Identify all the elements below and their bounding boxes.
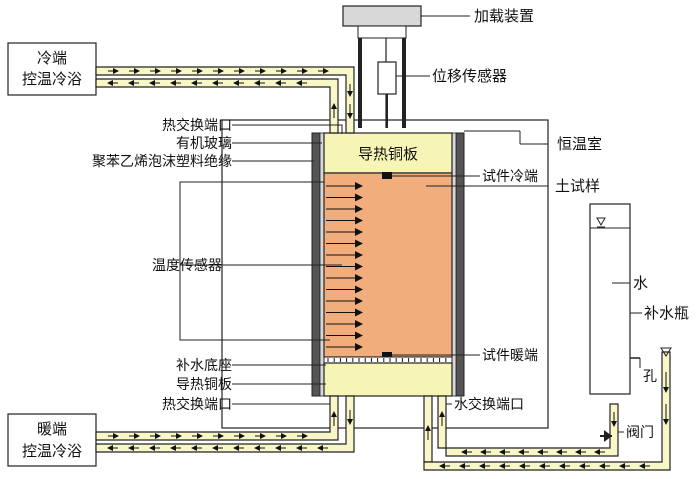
- displacement-sensor-body: [377, 61, 397, 95]
- water-bottle: [589, 203, 631, 395]
- copper-plate-bottom: [323, 362, 453, 397]
- temperature-sensor-arrows: [326, 182, 363, 351]
- heat-exchange-port-bottom-label: 热交换端口: [162, 396, 232, 413]
- warm-end-sensor: [382, 352, 392, 359]
- cold-bath-label-2: 控温冷浴: [22, 70, 82, 88]
- cold-bath-label-1: 冷端: [37, 49, 67, 67]
- water-level-marker: [596, 217, 606, 227]
- soil-sample: [323, 172, 453, 358]
- water-supply-base: [323, 356, 453, 364]
- displacement-sensor-label: 位移传感器: [432, 67, 507, 85]
- copper-plate-top-label: 导热铜板: [358, 145, 418, 163]
- warm-pipe-outer-2: [95, 395, 355, 453]
- insulation-wall-right: [455, 132, 465, 397]
- water-pipe-flow-arrows: [425, 372, 669, 469]
- loading-frame: [357, 25, 407, 39]
- copper-plate-top: [323, 132, 453, 174]
- leader-lines: [179, 15, 642, 433]
- sample-cold-end-label: 试件冷端: [482, 169, 538, 185]
- cold-pipe-flow-arrows: [107, 68, 353, 119]
- hole-label: 孔: [643, 369, 657, 385]
- temperature-sensor-label: 温度传感器: [152, 257, 222, 274]
- water-label: 水: [633, 274, 648, 292]
- loading-plate: [342, 5, 422, 27]
- insulation-label: 聚苯乙烯泡沫塑料绝缘: [92, 153, 232, 170]
- valve-label: 阀门: [626, 425, 654, 441]
- standpipe-marker: [660, 347, 672, 357]
- copper-plate-bottom-label: 导热铜板: [176, 377, 232, 393]
- warm-bath-label-2: 控温冷浴: [22, 442, 82, 460]
- constant-temperature-room: [221, 119, 549, 429]
- plexiglass-label: 有机玻璃: [176, 135, 232, 152]
- water-exchange-port-label: 水交换端口: [454, 396, 524, 413]
- cold-end-sensor: [382, 172, 392, 179]
- warm-bath-label-1: 暖端: [37, 420, 67, 438]
- constant-temp-room-label: 恒温室: [557, 135, 602, 153]
- water-bottle-label: 补水瓶: [644, 304, 689, 322]
- loading-device-label: 加载装置: [474, 7, 534, 25]
- cold-pipe-outer-2: [95, 78, 339, 134]
- soil-sample-label: 土试样: [555, 177, 600, 195]
- plexiglass-wall-right: [451, 132, 457, 397]
- heat-exchange-port-top-label: 热交换端口: [162, 117, 232, 134]
- cold-bath-box: [7, 42, 97, 96]
- water-pipe-horizontal-2: [423, 351, 671, 471]
- water-supply-base-pores: [327, 358, 447, 362]
- warm-pipe-outer: [95, 395, 339, 441]
- water-supply-base-label: 补水底座: [176, 358, 232, 374]
- sample-warm-end-label: 试件暖端: [482, 348, 538, 364]
- warm-pipe-flow-arrows: [107, 410, 353, 451]
